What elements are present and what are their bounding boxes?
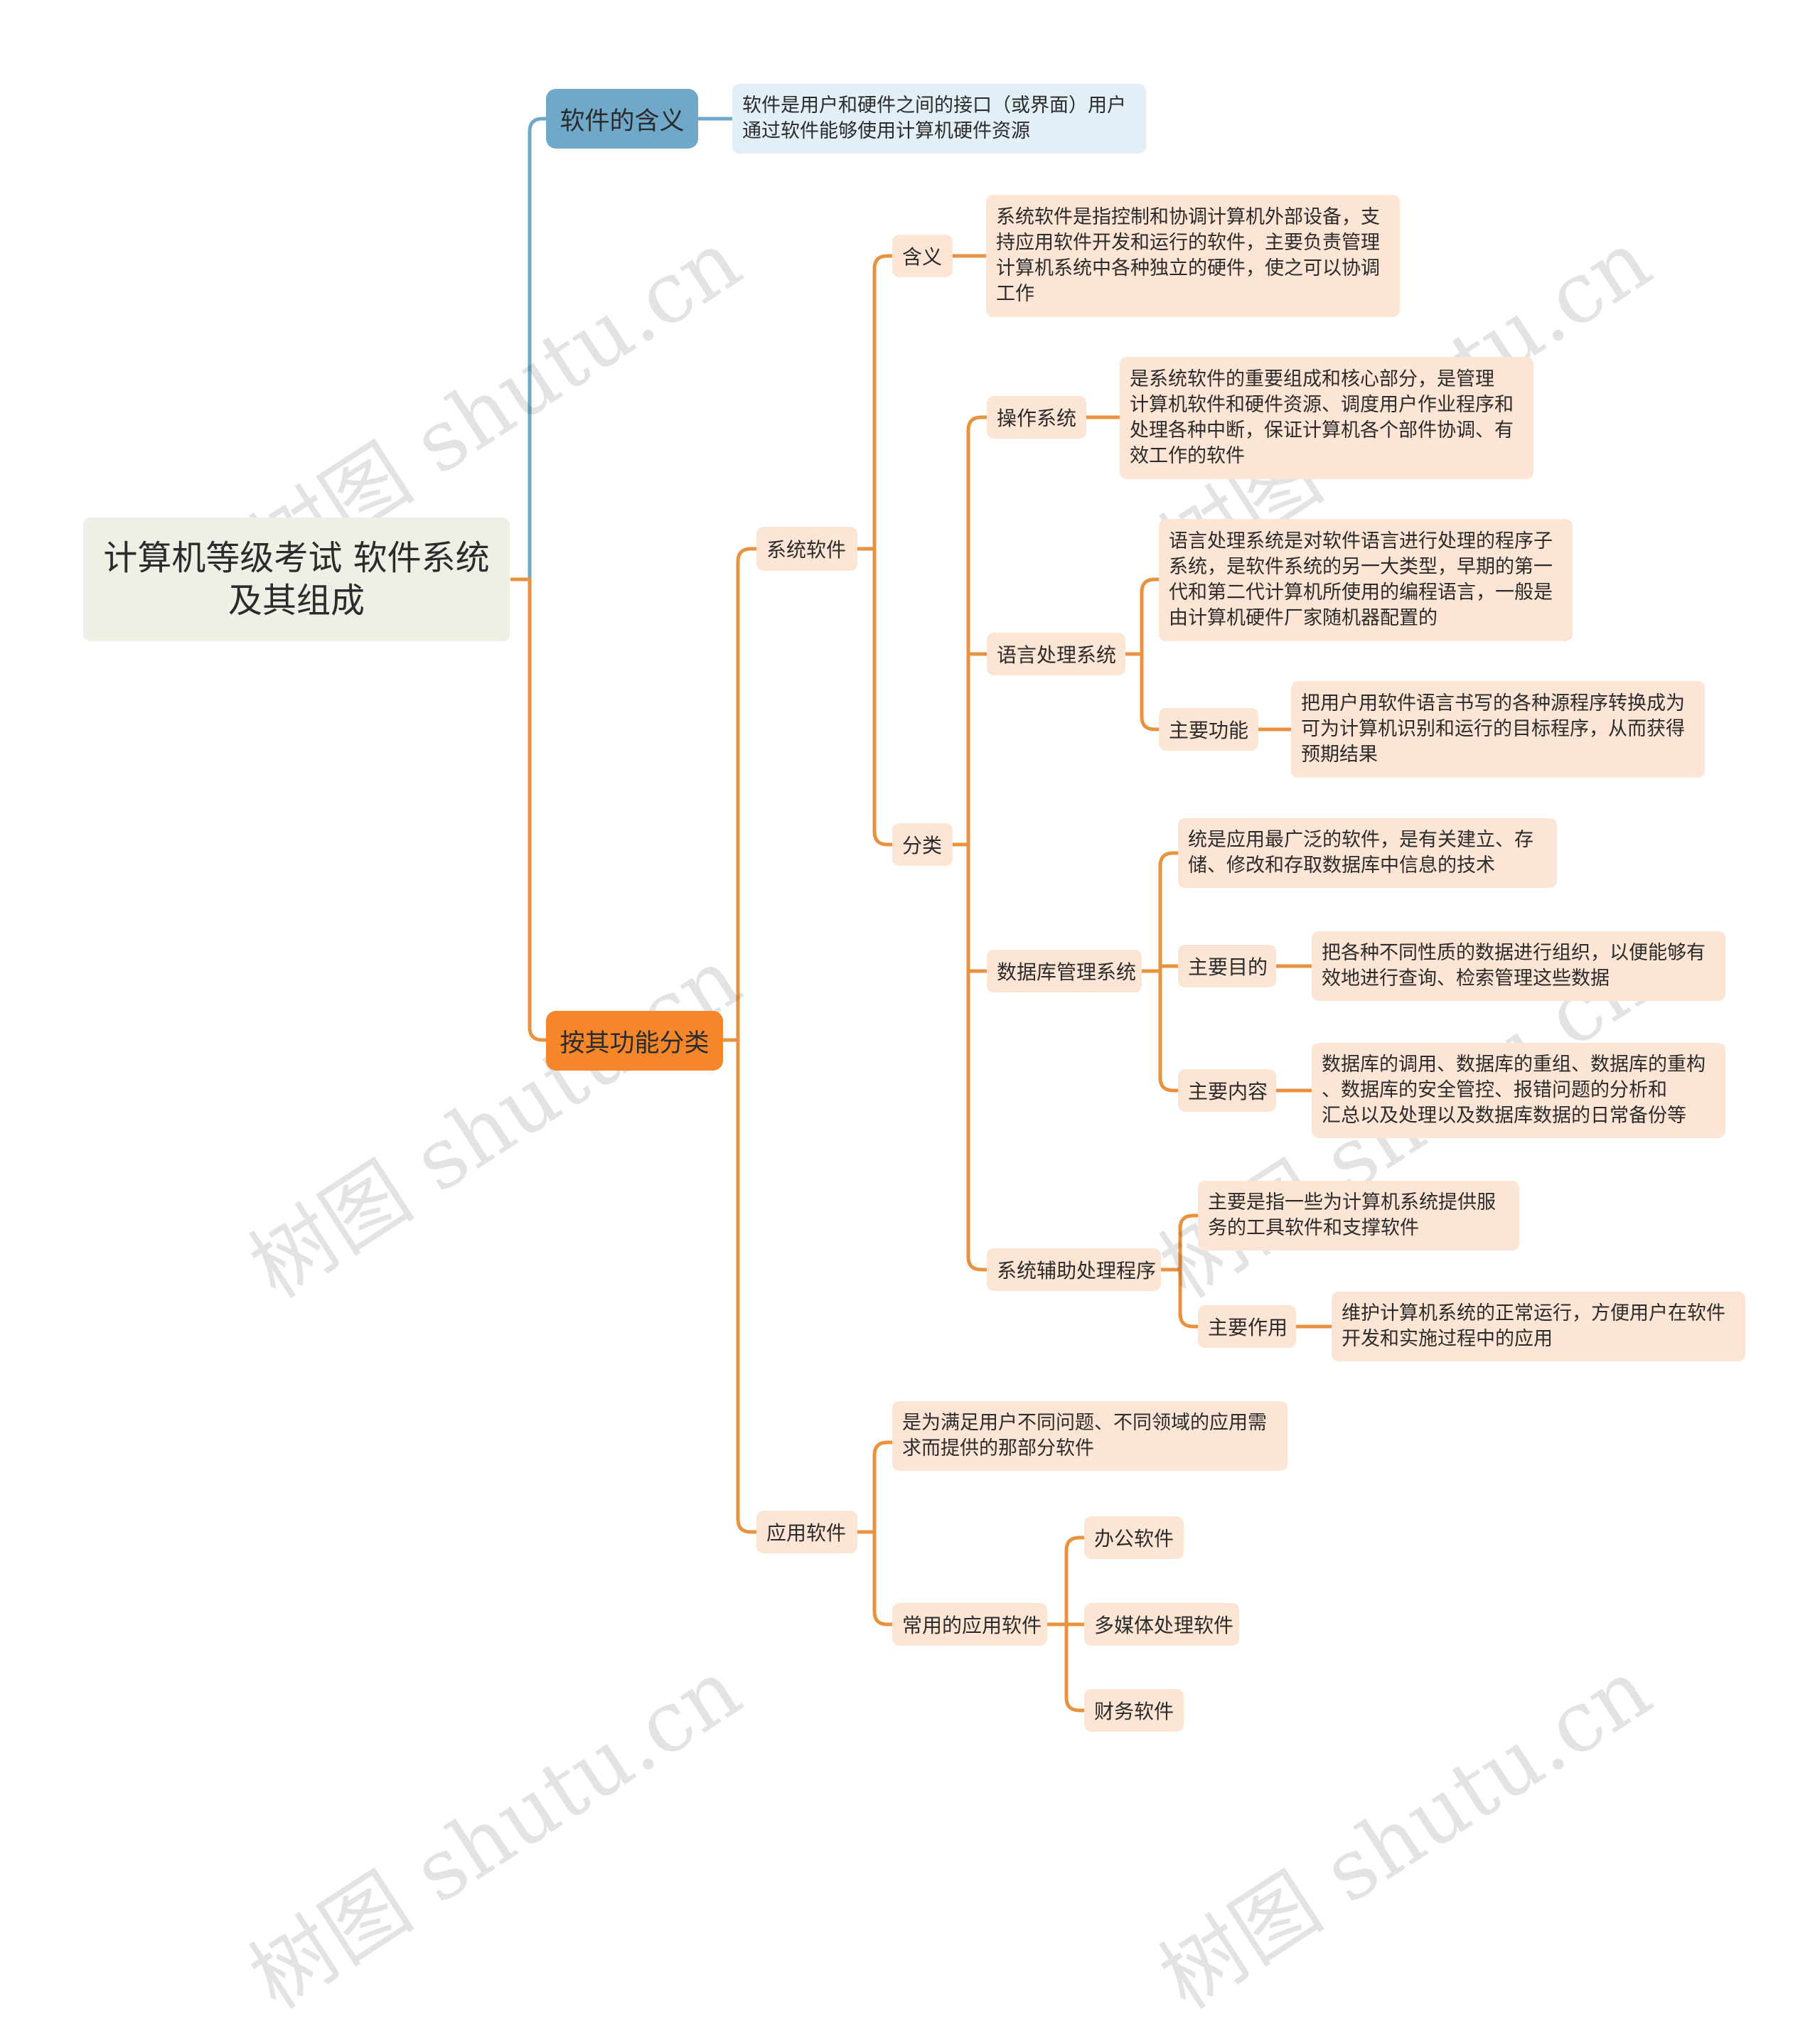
- connector-aux-children: [1159, 1213, 1200, 1329]
- application-text: 是为满足用户不同问题、不同领域的应用需 求而提供的那部分软件: [892, 1401, 1288, 1471]
- topic-main-purpose[interactable]: 主要目的: [1178, 945, 1276, 987]
- topic-main-content[interactable]: 主要内容: [1178, 1069, 1276, 1112]
- topic-software-meaning[interactable]: 软件的含义: [546, 89, 698, 149]
- item-office-software[interactable]: 办公软件: [1084, 1516, 1184, 1559]
- topic-main-function[interactable]: 主要功能: [1159, 708, 1258, 751]
- topic-label: 软件的含义: [560, 107, 685, 136]
- topic-main-role[interactable]: 主要作用: [1198, 1305, 1296, 1348]
- root-topic[interactable]: 计算机等级考试 软件系统 及其组成: [83, 518, 510, 641]
- topic-common-applications[interactable]: 常用的应用软件: [892, 1603, 1047, 1646]
- topic-operating-system[interactable]: 操作系统: [987, 396, 1086, 439]
- content-text: 数据库的调用、数据库的重组、数据库的重构 、数据库的安全管控、报错问题的分析和 …: [1312, 1043, 1725, 1138]
- topic-system-software[interactable]: 系统软件: [756, 527, 857, 571]
- item-finance-software[interactable]: 财务软件: [1084, 1689, 1184, 1732]
- topic-definition[interactable]: 含义: [892, 235, 953, 277]
- aux-text: 主要是指一些为计算机系统提供服 务的工具软件和支撑软件: [1198, 1181, 1519, 1250]
- connector-lang-children: [1123, 577, 1161, 732]
- connector-dbms-children: [1140, 851, 1180, 1093]
- role-text: 维护计算机系统的正常运行，方便用户在软件 开发和实施过程中的应用: [1332, 1292, 1745, 1361]
- purpose-text: 把各种不同性质的数据进行组织，以便能够有 效地进行查询、检索管理这些数据: [1312, 931, 1725, 1001]
- definition-text: 系统软件是指控制和协调计算机外部设备，支 持应用软件开发和运行的软件，主要负责管…: [986, 195, 1400, 317]
- topic-classify-by-function[interactable]: 按其功能分类: [546, 1011, 723, 1071]
- connector-classify-children: [721, 547, 759, 1534]
- topic-dbms[interactable]: 数据库管理系统: [987, 950, 1142, 992]
- connector-categories-children: [951, 415, 989, 1272]
- topic-system-aux-programs[interactable]: 系统辅助处理程序: [987, 1248, 1161, 1291]
- function-text: 把用户用软件语言书写的各种源程序转换成为 可为计算机识别和运行的目标程序，从而获…: [1291, 681, 1705, 778]
- lang-text: 语言处理系统是对软件语言进行处理的程序子 系统，是软件系统的另一大类型，早期的第…: [1159, 519, 1573, 641]
- connector-app-children: [855, 1440, 894, 1627]
- connector-system-children: [855, 254, 894, 847]
- topic-language-processing[interactable]: 语言处理系统: [987, 633, 1125, 675]
- connector-root-classify: [510, 577, 548, 1042]
- root-title: 计算机等级考试 软件系统 及其组成: [103, 538, 490, 621]
- topic-categories[interactable]: 分类: [892, 823, 953, 866]
- connector-root-meaning: [510, 117, 548, 582]
- os-text: 是系统软件的重要组成和核心部分，是管理 计算机软件和硬件资源、调度用户作业程序和…: [1120, 357, 1533, 479]
- topic-application-software[interactable]: 应用软件: [756, 1511, 857, 1553]
- mind-map-canvas: 树图 shutu.cn 树图 shutu.cn 树图 shutu.cn 树图 s…: [83, 84, 1745, 2027]
- connector-common-children: [1045, 1536, 1086, 1713]
- dbms-text: 统是应用最广泛的软件，是有关建立、存 储、修改和存取数据库中信息的技术: [1178, 818, 1557, 888]
- topic-label: 按其功能分类: [560, 1029, 710, 1058]
- item-multimedia-software[interactable]: 多媒体处理软件: [1084, 1603, 1239, 1646]
- meaning-text: 软件是用户和硬件之间的接口（或界面）用户 通过软件能够使用计算机硬件资源: [732, 84, 1146, 154]
- connector-lines: [510, 117, 1334, 1713]
